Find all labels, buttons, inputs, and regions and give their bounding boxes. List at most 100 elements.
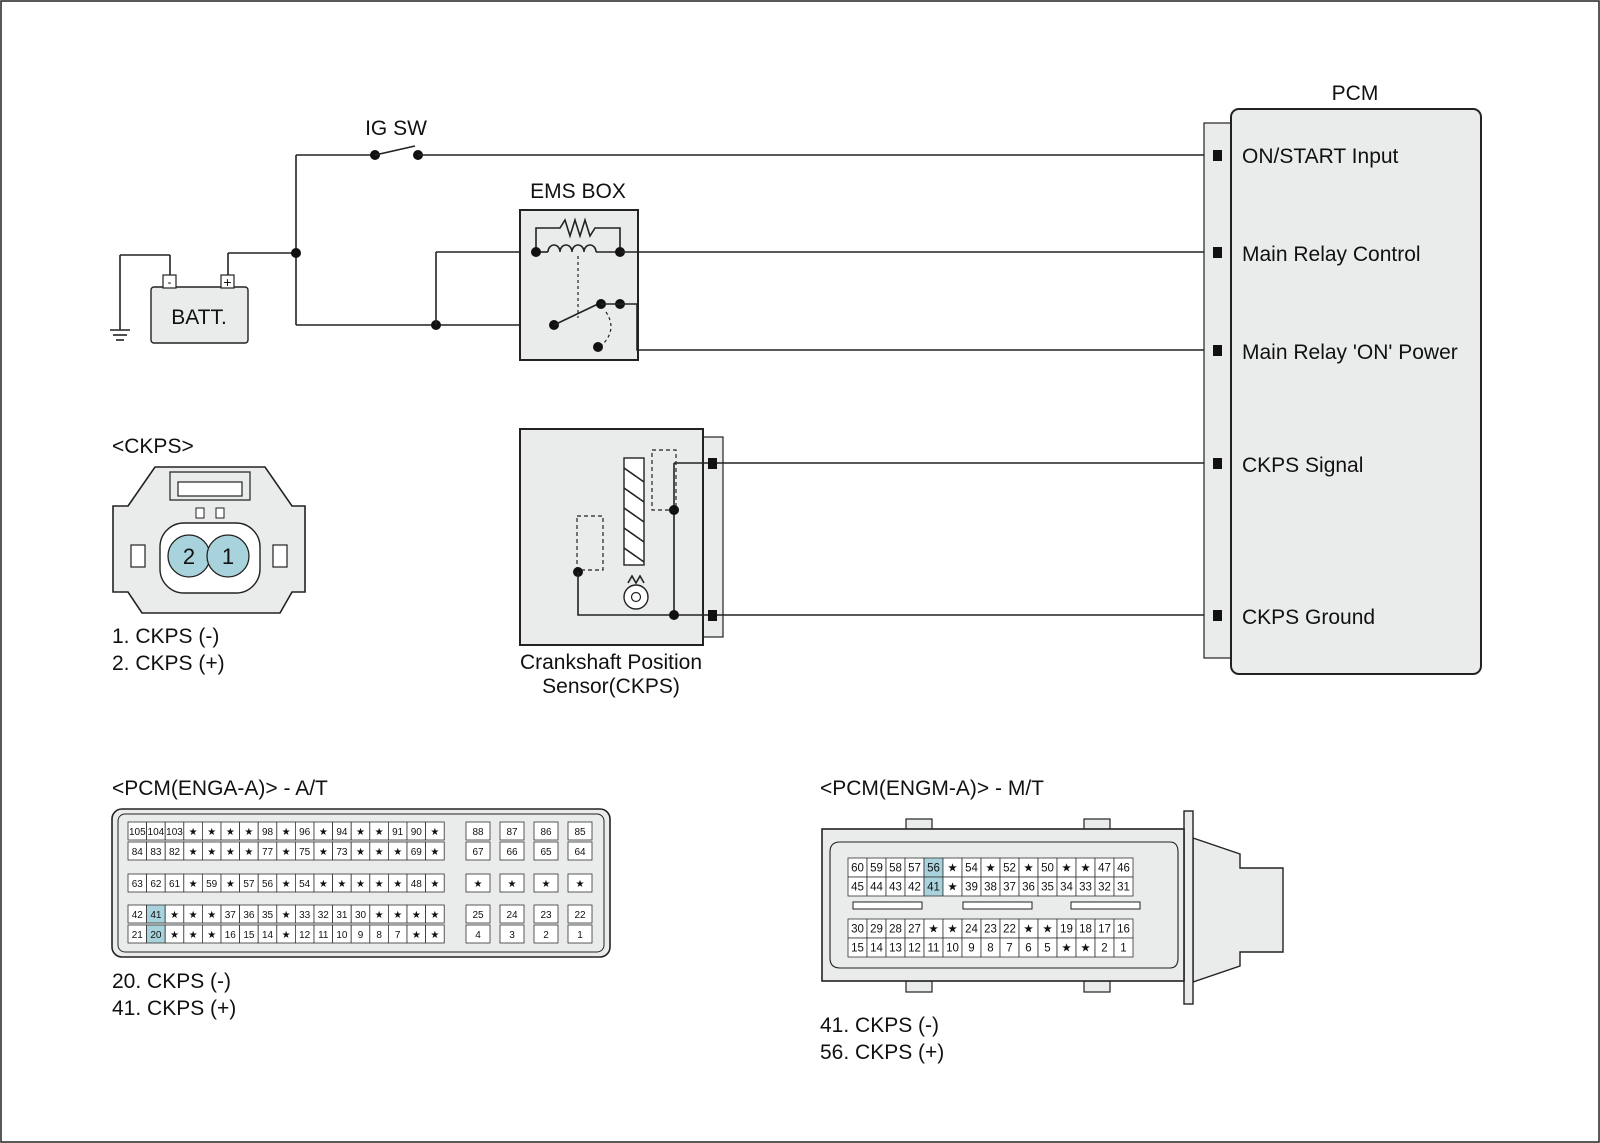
pin-label: ★ [282, 879, 291, 890]
pin-cell [533, 841, 559, 861]
pin-label: ★ [474, 879, 483, 890]
pin-label: ★ [319, 827, 328, 838]
pin-cell [465, 904, 491, 924]
pin-label: 4 [475, 930, 481, 941]
pin-cell [499, 904, 525, 924]
pin-label: 37 [225, 910, 237, 921]
pin-label: 48 [411, 879, 423, 890]
pin-label: 7 [395, 930, 401, 941]
ckps-connector-title: <CKPS> [112, 435, 194, 458]
pin-label: 57 [908, 863, 921, 875]
pin-label: ★ [947, 924, 957, 936]
pin-label: 42 [908, 882, 921, 894]
pin-label: 45 [851, 882, 864, 894]
pin-label: 62 [150, 879, 162, 890]
pin-label: 56 [927, 863, 940, 875]
pin-cell [567, 924, 593, 944]
pin-label: ★ [375, 827, 384, 838]
pin-label: 87 [506, 827, 518, 838]
pin-label: 9 [358, 930, 364, 941]
pin-label: 22 [1003, 924, 1016, 936]
pin-label: 96 [299, 827, 311, 838]
pin-cell [567, 821, 593, 841]
pcm-title: PCM [1332, 82, 1379, 105]
pin-label: 103 [166, 827, 183, 838]
pcm-terminal-ckps-signal: CKPS Signal [1242, 454, 1363, 477]
pin-label: 67 [472, 847, 484, 858]
pin-label: 54 [965, 863, 978, 875]
pin-label: 88 [472, 827, 484, 838]
pin-label: ★ [207, 930, 216, 941]
pin-label: 98 [262, 827, 274, 838]
pin-label: ★ [356, 847, 365, 858]
pin-label: 77 [262, 847, 274, 858]
pin-cell [1113, 876, 1134, 897]
pin-label: 47 [1098, 863, 1111, 875]
pin-label: 66 [506, 847, 518, 858]
pin-label: 39 [965, 882, 978, 894]
pin-label: 12 [299, 930, 311, 941]
pin-label: 13 [889, 943, 902, 955]
pin-label: 94 [336, 827, 348, 838]
pin-label: ★ [1023, 863, 1033, 875]
pin-cell [425, 873, 445, 893]
pin-cell [465, 924, 491, 944]
pin-label: 61 [169, 879, 181, 890]
pin-cell [567, 904, 593, 924]
pin-label: 56 [262, 879, 274, 890]
pin-label: 10 [946, 943, 959, 955]
pcm-module: PCM ON/START Input Main Relay Control Ma… [1203, 82, 1482, 675]
pin-label: 8 [987, 943, 993, 955]
pin-label: 58 [889, 863, 902, 875]
pin-label: 64 [574, 847, 586, 858]
battery-negative-label: - [168, 275, 172, 289]
pin-cell [567, 841, 593, 861]
pin-label: 42 [132, 910, 144, 921]
pin-label: 33 [299, 910, 311, 921]
pin-label: 57 [243, 879, 255, 890]
pin-label: 2 [1101, 943, 1107, 955]
ground-icon [110, 255, 130, 341]
pcm-mt-legend-2: 56. CKPS (+) [820, 1041, 944, 1064]
pin-label: ★ [430, 910, 439, 921]
pin-label: ★ [393, 879, 402, 890]
pin-label: ★ [356, 879, 365, 890]
pin-label: 105 [129, 827, 146, 838]
pin-label: ★ [207, 827, 216, 838]
pin-label: ★ [282, 827, 291, 838]
pin-label: 6 [1025, 943, 1031, 955]
pin-label: ★ [393, 910, 402, 921]
pin-label: ★ [244, 847, 253, 858]
ems-box: EMS BOX [519, 180, 639, 361]
pin-label: 8 [376, 930, 382, 941]
pin-label: 104 [148, 827, 165, 838]
pin-label: ★ [430, 847, 439, 858]
pin-label: 37 [1003, 882, 1016, 894]
pin-label: ★ [430, 827, 439, 838]
pin-label: ★ [244, 827, 253, 838]
pin-label: 30 [851, 924, 864, 936]
pin-label: ★ [356, 827, 365, 838]
pin-cell [533, 924, 559, 944]
pin-label: ★ [576, 879, 585, 890]
pin-label: 63 [132, 879, 144, 890]
pin-label: 27 [908, 924, 921, 936]
sensor-name-line1: Crankshaft Position [520, 651, 702, 674]
pin-label: ★ [189, 827, 198, 838]
pin-label: 50 [1041, 863, 1054, 875]
pin-label: 90 [411, 827, 423, 838]
pin-label: 69 [411, 847, 423, 858]
pin-label: 60 [851, 863, 864, 875]
pin-label: 20 [150, 930, 162, 941]
pin-label: 38 [984, 882, 997, 894]
pin-label: ★ [170, 930, 179, 941]
pin-label: ★ [207, 847, 216, 858]
pin-label: 19 [1060, 924, 1073, 936]
pin-label: ★ [170, 910, 179, 921]
pin-label: 14 [262, 930, 274, 941]
pin-label: 1 [1120, 943, 1126, 955]
pin-label: ★ [928, 924, 938, 936]
